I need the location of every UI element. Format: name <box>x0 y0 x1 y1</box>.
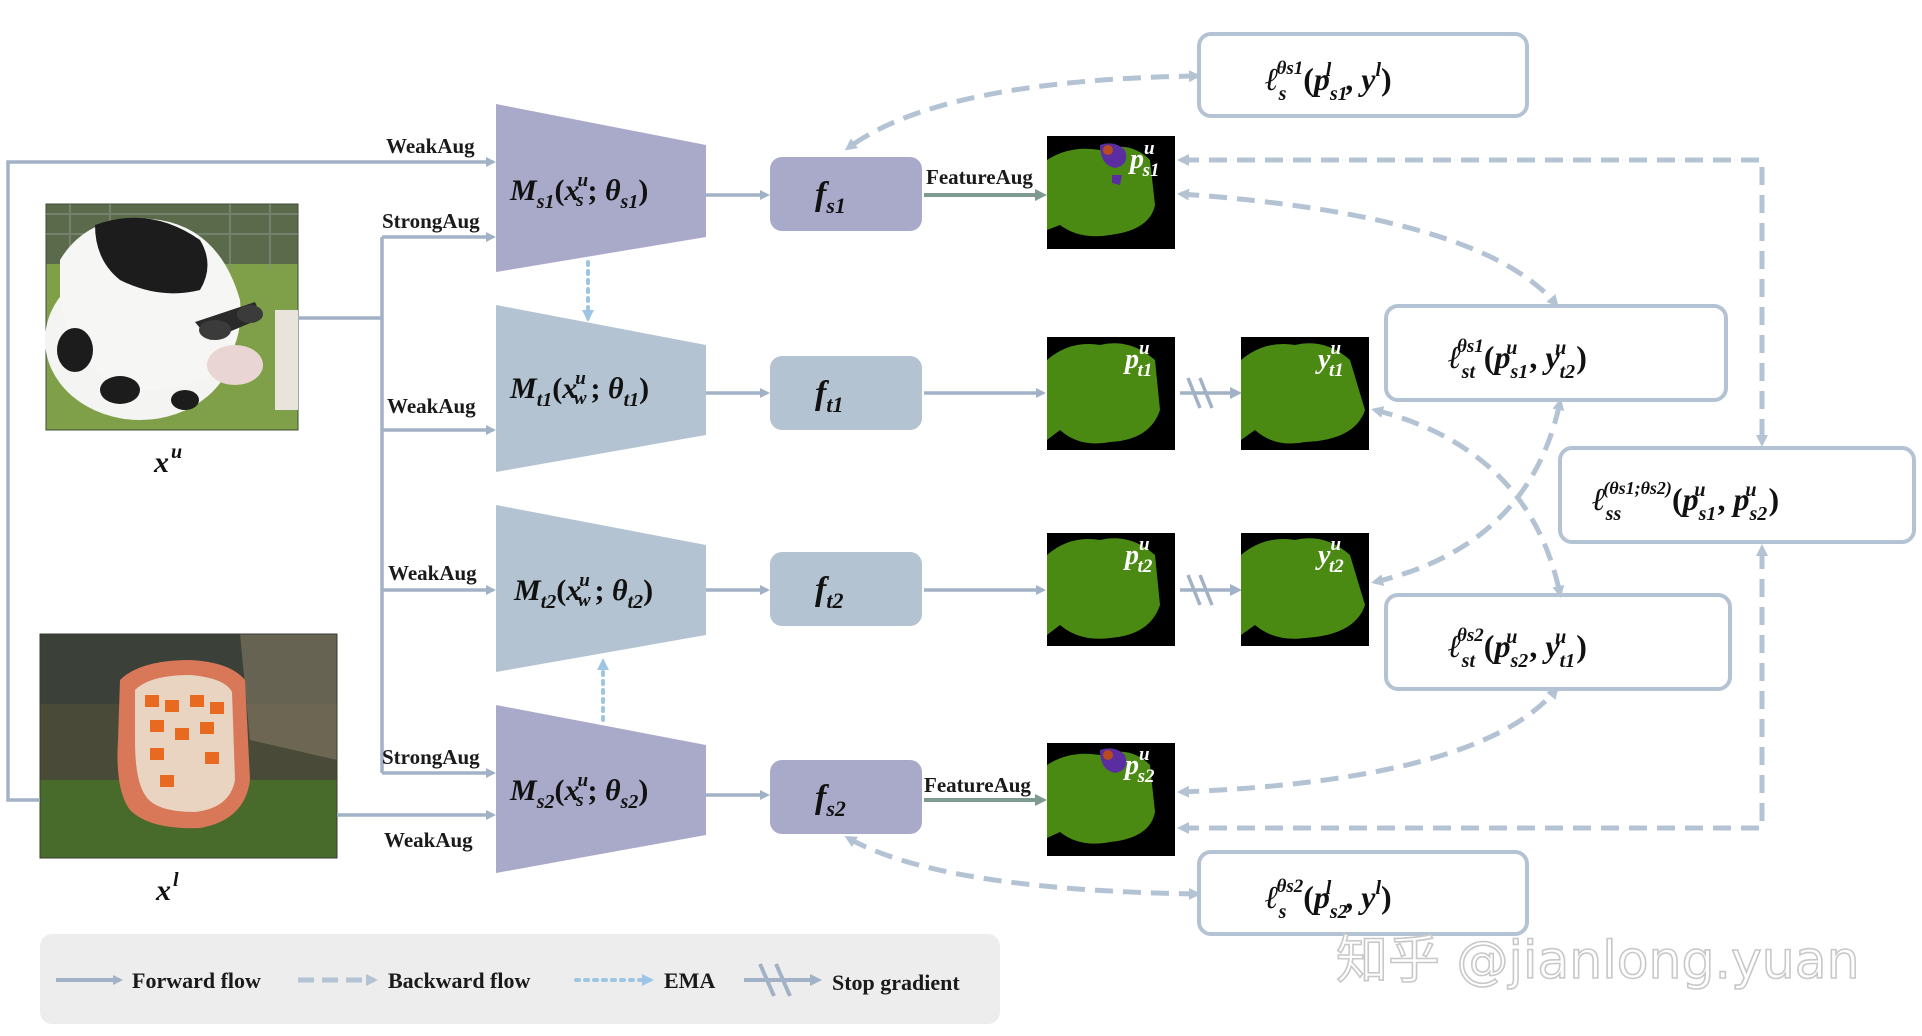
stop-gradient-arrows <box>1180 377 1242 606</box>
feature-aug-label-s2: FeatureAug <box>924 773 1031 797</box>
head-s2: fs2 <box>770 760 922 834</box>
watermark: 知乎 @jianlong.yuan <box>1336 931 1860 991</box>
aug-labels: WeakAug StrongAug WeakAug WeakAug Strong… <box>382 134 1033 852</box>
legend-forward-flow: Forward flow <box>56 968 261 993</box>
labeled-image-boat <box>39 633 338 859</box>
strong-aug-label-s2: StrongAug <box>382 745 480 769</box>
weak-aug-label-s1: WeakAug <box>386 134 475 158</box>
svg-text:Stop gradient: Stop gradient <box>832 970 960 995</box>
x-u-symbol: x <box>153 446 169 479</box>
loss-box-student-ss: ℓss(θs1;θs2)(ps1u, ps2u) <box>1558 446 1916 544</box>
svg-text:Mt2(xuw; θt2): Mt2(xuw; θt2) <box>513 570 653 613</box>
feature-aug-arrows <box>924 189 1047 806</box>
weak-aug-label-t1: WeakAug <box>387 394 476 418</box>
head-t2: ft2 <box>770 552 922 626</box>
forward-flow-lines <box>6 157 1046 820</box>
unlabeled-image-cow <box>45 203 299 431</box>
backward-flow-lines <box>844 70 1768 900</box>
weak-aug-label-t2: WeakAug <box>388 561 477 585</box>
svg-text:fs2: fs2 <box>815 779 846 821</box>
svg-text:Forward flow: Forward flow <box>132 968 261 993</box>
legend-ema: EMA <box>574 968 715 993</box>
head-s1: fs1 <box>770 157 922 231</box>
loss-box-supervised-s2: ℓsθs2(ps2l, yl) <box>1197 850 1529 936</box>
legend-backward-flow: Backward flow <box>298 968 531 993</box>
svg-text:Ms2(xus; θs2): Ms2(xus; θs2) <box>509 770 648 813</box>
feature-aug-label-s1: FeatureAug <box>926 165 1033 189</box>
svg-text:Ms1(xus; θs1): Ms1(xus; θs1) <box>509 170 648 213</box>
ema-arrows <box>582 260 609 722</box>
x-u-superscript: u <box>171 441 182 463</box>
legend: Forward flow Backward flow EMA Stop grad… <box>40 934 1000 1024</box>
x-l-superscript: l <box>173 869 179 891</box>
loss-box-cross-st2: ℓstθs2(ps2u, yt1u) <box>1384 593 1732 691</box>
svg-text:fs1: fs1 <box>815 176 846 218</box>
svg-text:Backward flow: Backward flow <box>388 968 531 993</box>
loss-box-cross-st1: ℓstθs1(ps1u, yt2u) <box>1384 304 1728 402</box>
unlabeled-image-caption: x u <box>153 441 182 479</box>
svg-text:EMA: EMA <box>664 968 715 993</box>
labeled-image-caption: x l <box>155 869 179 907</box>
loss-box-supervised-s1: ℓsθs1(ps1l, yl) <box>1197 32 1529 118</box>
strong-aug-label-s1: StrongAug <box>382 209 480 233</box>
svg-text:ft2: ft2 <box>815 571 843 613</box>
svg-text:ft1: ft1 <box>815 375 843 417</box>
head-t1: ft1 <box>770 356 922 430</box>
weak-aug-label-s2: WeakAug <box>384 828 473 852</box>
legend-stop-gradient: Stop gradient <box>744 963 960 997</box>
svg-text:Mt1(xuw; θt1): Mt1(xuw; θt1) <box>509 368 649 411</box>
x-l-symbol: x <box>155 874 171 907</box>
